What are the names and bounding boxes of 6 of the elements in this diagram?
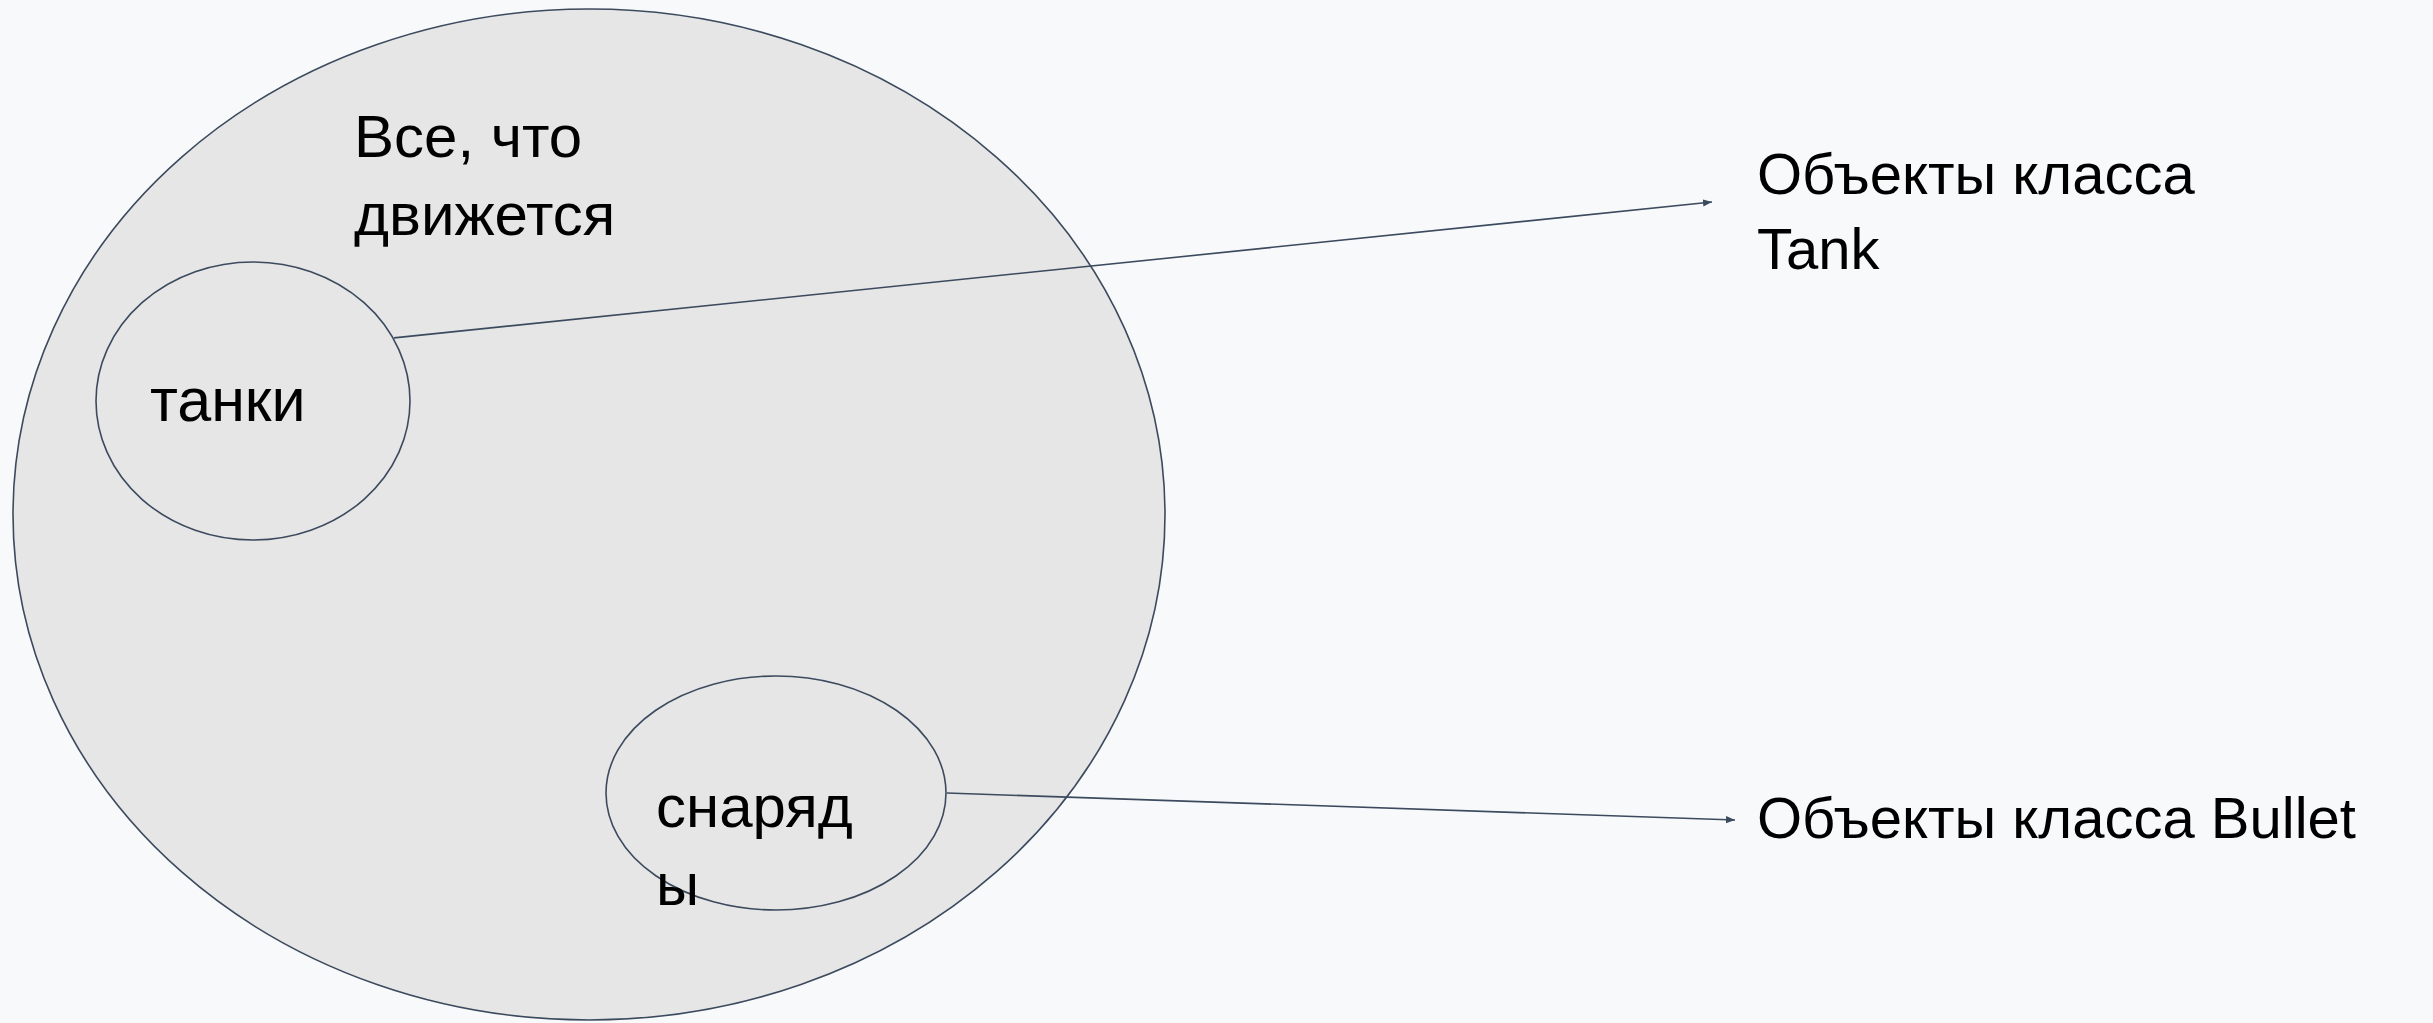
set-label: танки <box>150 365 307 436</box>
class-label: Объекты класса Tank <box>1757 140 2196 284</box>
arrow <box>946 792 1736 824</box>
set-label: Все, что движется <box>354 102 617 250</box>
arrow <box>393 199 1713 339</box>
class-label: Объекты класса Bullet <box>1757 784 2357 852</box>
